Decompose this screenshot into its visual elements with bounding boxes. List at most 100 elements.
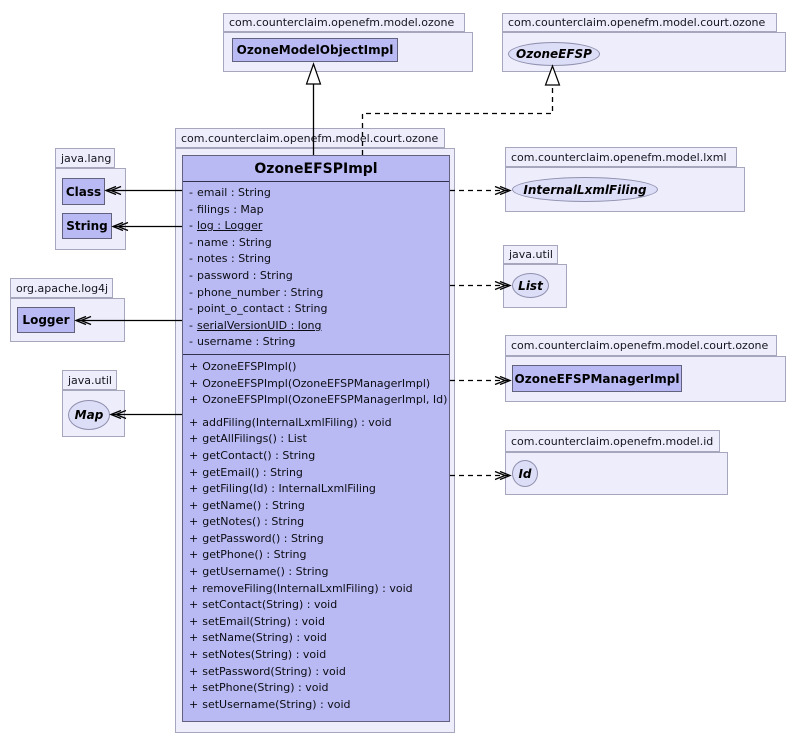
interface-name: Id: [518, 466, 532, 481]
dependency-to-ozone-efsp-manager-impl: [450, 375, 512, 386]
visibility-prefix: +: [189, 614, 199, 628]
package-name: org.apache.log4j: [16, 281, 109, 295]
visibility-prefix: +: [189, 376, 199, 390]
class-name: Class: [65, 184, 102, 199]
method-row: +getPhone() : String: [183, 547, 449, 564]
package-name: com.counterclaim.openefm.model.ozone: [229, 16, 455, 29]
constructor-text: OzoneEFSPImpl(OzoneEFSPManagerImpl, Id): [202, 393, 448, 407]
class-java-class: Class: [62, 178, 105, 205]
package-java-util-right-tab: java.util: [503, 245, 558, 264]
visibility-prefix: +: [189, 664, 199, 678]
method-text: getName() : String: [202, 498, 305, 512]
visibility-prefix: +: [189, 598, 199, 612]
visibility-prefix: -: [189, 252, 193, 266]
constructor-text: OzoneEFSPImpl(): [202, 359, 297, 373]
attribute-row: -point_o_contact : String: [183, 301, 449, 318]
method-text: getPhone() : String: [202, 548, 307, 562]
method-row: +getName() : String: [183, 498, 449, 515]
interface-ozone-efsp: OzoneEFSP: [508, 42, 600, 66]
attribute-text: password : String: [196, 268, 293, 282]
package-name: com.counterclaim.openefm.model.court.ozo…: [181, 131, 439, 145]
package-court-ozone-right-tab: com.counterclaim.openefm.model.court.ozo…: [505, 335, 777, 356]
method-text: setContact(String) : void: [202, 598, 338, 612]
method-row: +setName(String) : void: [183, 630, 449, 647]
attribute-row: -name : String: [183, 235, 449, 252]
attribute-row: -log : Logger: [183, 218, 449, 235]
package-model-id-body: [505, 452, 728, 495]
class-title: OzoneEFSPImpl: [183, 156, 449, 182]
package-model-id-tab: com.counterclaim.openefm.model.id: [505, 430, 720, 452]
visibility-prefix: +: [189, 581, 199, 595]
visibility-prefix: +: [189, 448, 199, 462]
attributes-compartment: -email : String -filings : Map -log : Lo…: [183, 182, 449, 355]
method-row: +getAllFilings() : List: [183, 431, 449, 448]
constructors-group: +OzoneEFSPImpl() +OzoneEFSPImpl(OzoneEFS…: [183, 359, 449, 409]
interface-name: Map: [74, 408, 104, 422]
attribute-row: -email : String: [183, 185, 449, 202]
package-java-util-left-tab: java.util: [62, 370, 117, 390]
package-log4j-tab: org.apache.log4j: [10, 278, 113, 298]
attribute-text: filings : Map: [196, 202, 264, 216]
attribute-row: -filings : Map: [183, 202, 449, 219]
package-name: java.lang: [61, 151, 112, 165]
class-ozone-model-object-impl: OzoneModelObjectImpl: [232, 38, 398, 62]
package-name: java.util: [68, 373, 112, 387]
visibility-prefix: +: [189, 465, 199, 479]
attribute-text: serialVersionUID : long: [196, 318, 322, 332]
methods-group: +addFiling(InternalLxmlFiling) : void +g…: [183, 415, 449, 714]
method-row: +getEmail() : String: [183, 465, 449, 482]
method-text: getFiling(Id) : InternalLxmlFiling: [202, 482, 376, 496]
visibility-prefix: +: [189, 548, 199, 562]
visibility-prefix: +: [189, 631, 199, 645]
interface-map: Map: [68, 400, 110, 430]
method-text: getEmail() : String: [202, 465, 303, 479]
method-text: getContact() : String: [202, 448, 316, 462]
method-row: +getContact() : String: [183, 448, 449, 465]
visibility-prefix: +: [189, 393, 199, 407]
package-java-lang-tab: java.lang: [55, 148, 115, 168]
visibility-prefix: +: [189, 697, 199, 711]
visibility-prefix: +: [189, 648, 199, 662]
interface-name: OzoneEFSP: [516, 47, 592, 61]
constructor-text: OzoneEFSPImpl(OzoneEFSPManagerImpl): [202, 376, 431, 390]
attribute-text: log : Logger: [196, 219, 263, 233]
operations-compartment: +OzoneEFSPImpl() +OzoneEFSPImpl(OzoneEFS…: [183, 355, 449, 713]
attribute-row: -serialVersionUID : long: [183, 318, 449, 335]
interface-name: InternalLxmlFiling: [523, 182, 647, 197]
package-name: com.counterclaim.openefm.model.court.ozo…: [508, 16, 766, 29]
method-text: getUsername() : String: [202, 565, 329, 579]
method-row: +setContact(String) : void: [183, 597, 449, 614]
visibility-prefix: -: [189, 202, 193, 216]
class-name: String: [66, 219, 108, 233]
interface-list: List: [512, 273, 549, 298]
method-text: setUsername(String) : void: [202, 697, 351, 711]
visibility-prefix: +: [189, 482, 199, 496]
class-ozone-efsp-impl: OzoneEFSPImpl -email : String -filings :…: [182, 155, 450, 722]
visibility-prefix: +: [189, 531, 199, 545]
package-lxml-tab: com.counterclaim.openefm.model.lxml: [505, 147, 737, 167]
dependency-to-internal-lxml-filing: [450, 185, 512, 196]
visibility-prefix: -: [189, 186, 193, 199]
method-row: +setPhone(String) : void: [183, 680, 449, 697]
method-text: getPassword() : String: [202, 531, 324, 545]
visibility-prefix: -: [189, 235, 193, 249]
interface-internal-lxml-filing: InternalLxmlFiling: [512, 177, 658, 202]
method-row: +getNotes() : String: [183, 514, 449, 531]
constructor-row: +OzoneEFSPImpl(): [183, 359, 449, 376]
method-text: setPhone(String) : void: [202, 681, 329, 695]
class-logger: Logger: [17, 307, 75, 333]
method-row: +addFiling(InternalLxmlFiling) : void: [183, 415, 449, 432]
package-court-ozone-main-tab: com.counterclaim.openefm.model.court.ozo…: [175, 128, 445, 148]
method-text: getAllFilings() : List: [202, 432, 307, 446]
visibility-prefix: -: [189, 268, 193, 282]
class-name: Logger: [22, 313, 70, 327]
visibility-prefix: -: [189, 285, 193, 299]
dependency-to-list: [450, 280, 512, 291]
method-row: +setEmail(String) : void: [183, 614, 449, 631]
class-name: OzoneEFSPManagerImpl: [514, 371, 680, 386]
attribute-text: point_o_contact : String: [196, 302, 328, 316]
attribute-row: -notes : String: [183, 251, 449, 268]
method-row: +setPassword(String) : void: [183, 664, 449, 681]
package-name: java.util: [509, 248, 553, 261]
